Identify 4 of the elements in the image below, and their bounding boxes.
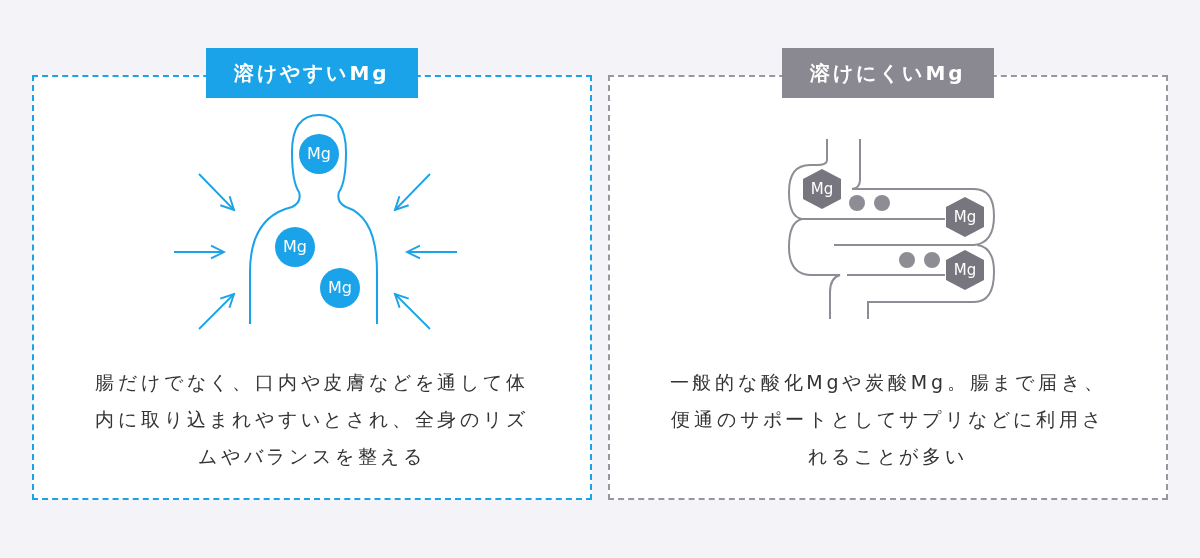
description-text: 腸だけでなく、口内や皮膚などを通して体内に取り込まれやすいとされ、全身のリズムやバランスを整える	[94, 370, 530, 469]
heading-tab: 溶けやすいMg	[206, 48, 418, 98]
description-text: 一般的な酸化Mgや炭酸Mg。腸まで届き、便通のサポートとしてサプリなどに利用されることが多い	[668, 370, 1108, 469]
heading-tab: 溶けにくいMg	[782, 48, 994, 98]
